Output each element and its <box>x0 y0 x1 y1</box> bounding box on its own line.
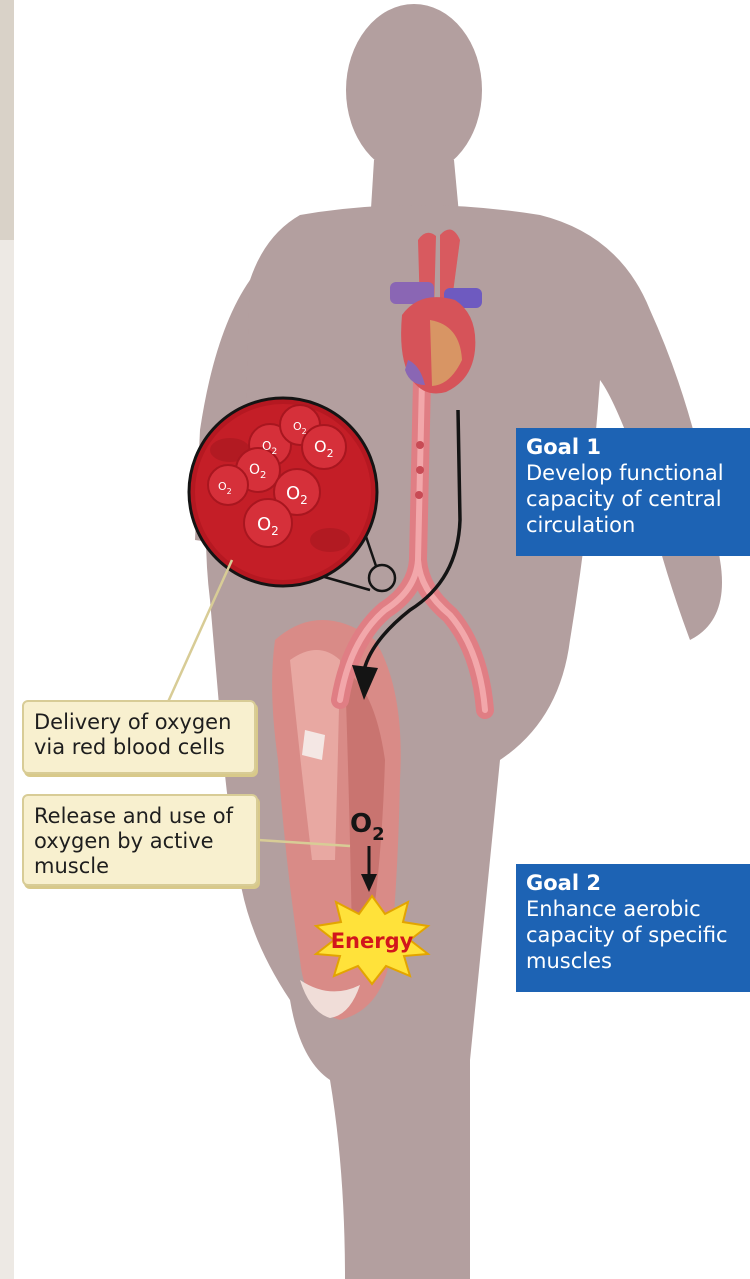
goal-2-line: muscles <box>526 948 740 974</box>
release-callout-line: muscle <box>34 854 246 879</box>
delivery-callout: Delivery of oxygen via red blood cells <box>22 700 256 774</box>
goal-1-line: capacity of central <box>526 486 740 512</box>
goal-2-line: capacity of specific <box>526 922 740 948</box>
delivery-callout-line: Delivery of oxygen <box>34 710 244 735</box>
goal-1-box: Goal 1 Develop functional capacity of ce… <box>516 428 750 556</box>
release-callout: Release and use of oxygen by active musc… <box>22 794 258 886</box>
page-edge-top <box>0 0 14 240</box>
goal-1-line: Develop functional <box>526 460 740 486</box>
goal-1-line: circulation <box>526 512 740 538</box>
release-callout-line: oxygen by active <box>34 829 246 854</box>
release-callout-line: Release and use of <box>34 804 246 829</box>
goal-1-title: Goal 1 <box>526 434 740 460</box>
goal-2-line: Enhance aerobic <box>526 896 740 922</box>
goal-2-title: Goal 2 <box>526 870 740 896</box>
goal-2-box: Goal 2 Enhance aerobic capacity of speci… <box>516 864 750 992</box>
delivery-callout-line: via red blood cells <box>34 735 244 760</box>
energy-label: Energy <box>331 929 414 953</box>
